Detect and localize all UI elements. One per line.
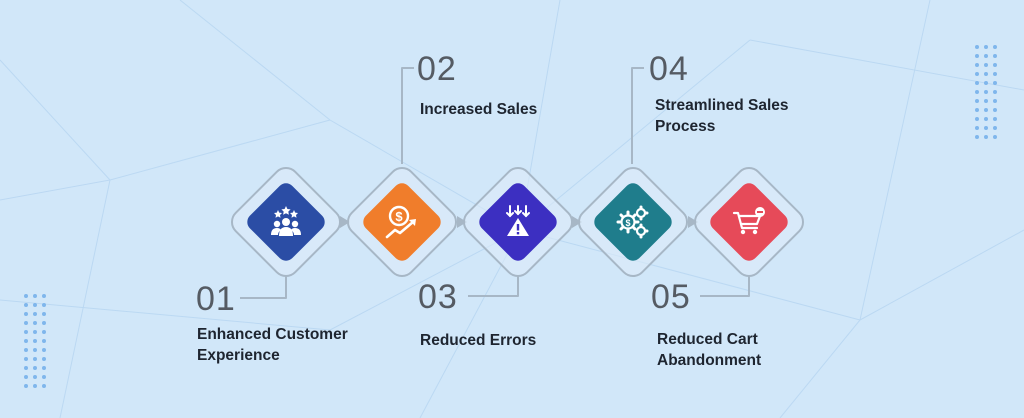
step-05-node: [688, 161, 810, 283]
customer-rating-icon: [271, 206, 301, 236]
step-05-label-line2: Abandonment: [657, 352, 762, 369]
dot-grid-top-right: [975, 45, 1005, 140]
sales-growth-icon: $: [385, 205, 416, 239]
cart-remove-icon: [732, 207, 765, 235]
step-02-number: 02: [417, 50, 457, 88]
svg-text:$: $: [395, 209, 403, 224]
arrow-1-2: [340, 216, 350, 228]
svg-text:$: $: [625, 218, 630, 228]
step-04-label-line1: Streamlined Sales: [655, 97, 789, 114]
step-05-number: 05: [651, 278, 691, 316]
step-05-label-line1: Reduced Cart: [657, 331, 758, 348]
step-01-label-line1: Enhanced Customer: [197, 326, 348, 343]
step-04-node: $: [572, 161, 694, 283]
step-03-label-line1: Reduced Errors: [420, 332, 537, 349]
step-01-number: 01: [196, 280, 236, 318]
dot-grid-bottom-left: [24, 294, 54, 389]
step-03-number: 03: [418, 278, 458, 316]
warning-reduction-icon: [506, 205, 530, 236]
step-01-node: [225, 161, 347, 283]
step-02-label: Increased Sales: [420, 99, 600, 120]
step-01-label-line2: Experience: [197, 347, 280, 364]
step-03-label: Reduced Errors: [420, 330, 600, 351]
step-02-node: $: [341, 161, 463, 283]
process-gears-icon: $: [616, 205, 649, 239]
step-02-label-line1: Increased Sales: [420, 101, 538, 118]
step-04-number: 04: [649, 50, 689, 88]
step-05-label: Reduced Cart Abandonment: [657, 329, 837, 371]
step-04-label-line2: Process: [655, 118, 716, 135]
step-01-label: Enhanced Customer Experience: [197, 324, 377, 366]
step-04-label: Streamlined Sales Process: [655, 95, 835, 137]
step-03-node: [457, 161, 579, 283]
